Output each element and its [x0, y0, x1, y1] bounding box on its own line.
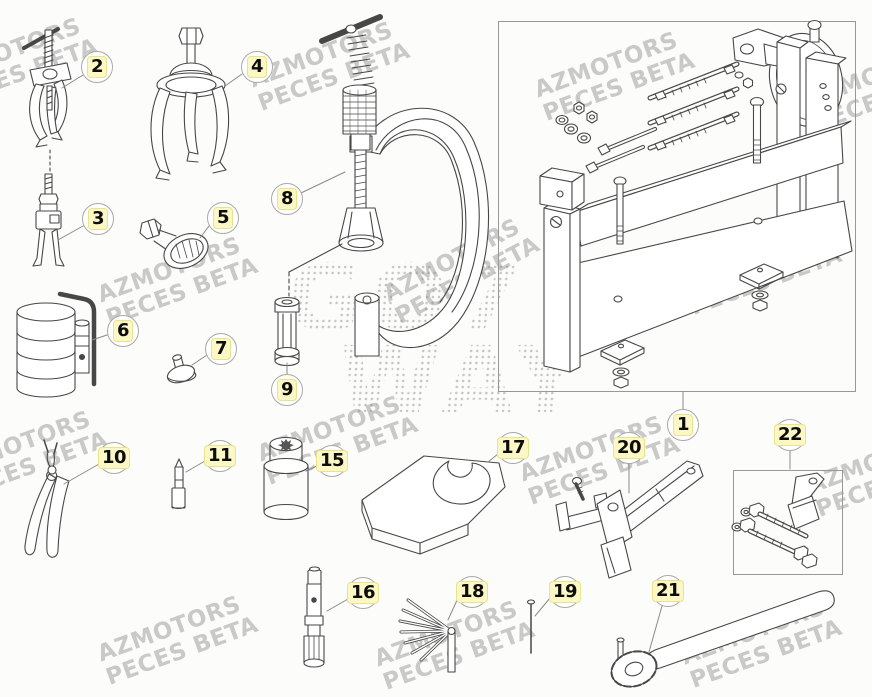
- callout-1[interactable]: 1: [667, 409, 699, 441]
- bracket-kit-icon: [731, 472, 825, 569]
- ring-stack-allen-key-icon: [16, 291, 97, 398]
- holding-tool-icon: [555, 460, 704, 579]
- thin-rod-icon: [526, 599, 536, 654]
- knob-plug-icon: [166, 354, 197, 384]
- callout-10[interactable]: 10: [97, 442, 131, 474]
- spool-guide-icon: [274, 296, 300, 367]
- callout-2[interactable]: 2: [81, 51, 113, 83]
- callout-3[interactable]: 3: [82, 203, 114, 235]
- callout-16[interactable]: 16: [346, 577, 380, 609]
- callout-20[interactable]: 20: [612, 432, 646, 464]
- callout-9[interactable]: 9: [271, 374, 303, 406]
- callout-6[interactable]: 6: [107, 315, 139, 347]
- engine-stand-box: [498, 21, 856, 392]
- bracket-kit-box: [733, 470, 843, 575]
- callout-18[interactable]: 18: [455, 576, 489, 608]
- circlip-pliers-icon: [24, 439, 70, 558]
- callout-17[interactable]: 17: [496, 432, 530, 464]
- spline-shaft-icon: [303, 566, 325, 668]
- callout-5[interactable]: 5: [207, 202, 239, 234]
- bearing-puller-icon: [32, 173, 65, 267]
- callout-21[interactable]: 21: [651, 575, 685, 607]
- callout-15[interactable]: 15: [315, 445, 349, 477]
- feeler-gauge-fan-icon: [398, 598, 456, 673]
- callout-19[interactable]: 19: [548, 576, 582, 608]
- callout-4[interactable]: 4: [241, 51, 273, 83]
- gear-puller-small-icon: [22, 27, 72, 148]
- strap-wrench-icon: [610, 590, 835, 688]
- punch-pin-icon: [171, 458, 186, 510]
- bell-driver-icon: [139, 218, 209, 269]
- callout-22[interactable]: 22: [773, 419, 807, 451]
- c-clamp-tool-icon: [319, 14, 490, 357]
- support-wedge-icon: [361, 455, 506, 555]
- engine-stand-icon: [539, 19, 853, 389]
- callout-11[interactable]: 11: [203, 440, 237, 472]
- callout-7[interactable]: 7: [205, 333, 237, 365]
- leader-lines: [57, 73, 791, 653]
- gear-puller-large-icon: [150, 27, 230, 181]
- spline-socket-icon: [263, 436, 309, 521]
- callout-8[interactable]: 8: [271, 183, 303, 215]
